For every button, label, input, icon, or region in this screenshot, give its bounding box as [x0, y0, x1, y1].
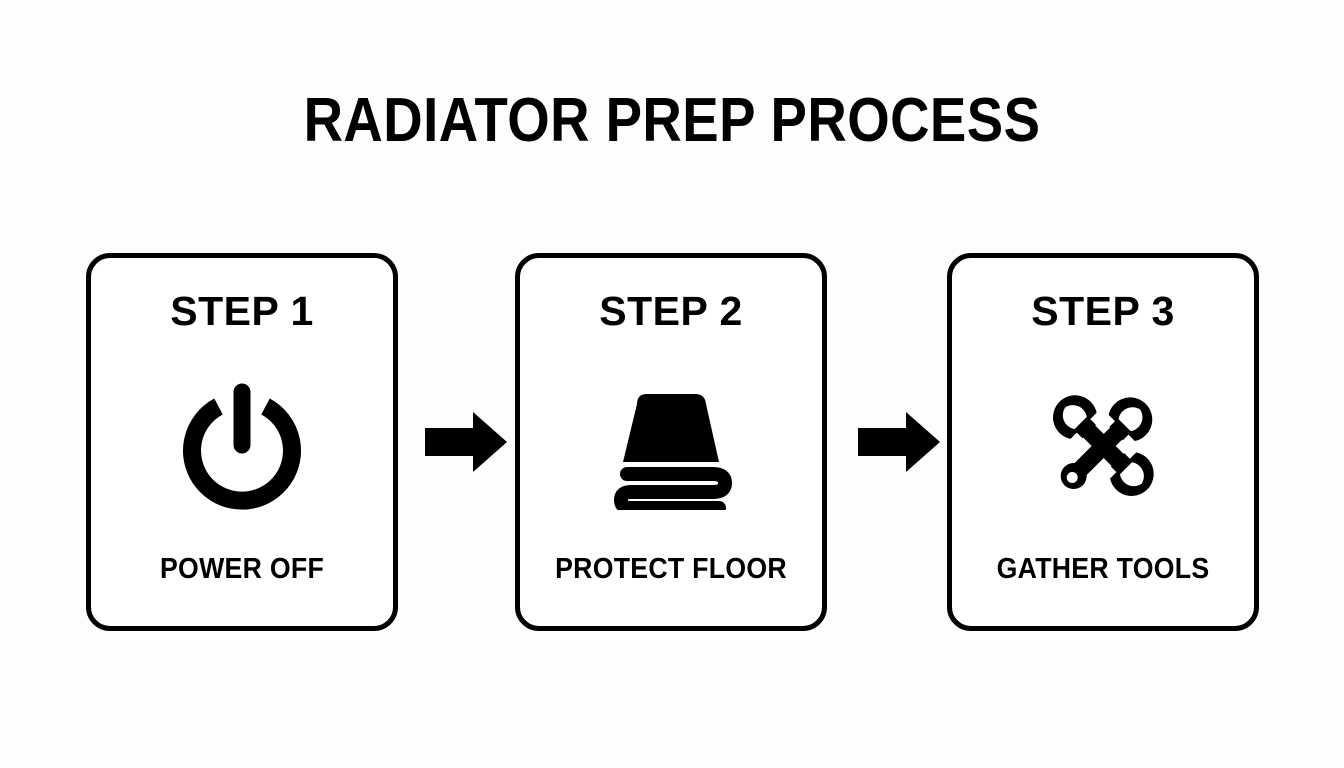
process-flow: STEP 1 POWER OFF STEP 2 — [86, 253, 1262, 633]
crossed-tools-icon — [952, 376, 1254, 516]
step-2-caption: PROTECT FLOOR — [555, 553, 787, 585]
step-card-3[interactable]: STEP 3 — [947, 253, 1259, 631]
step-card-1[interactable]: STEP 1 POWER OFF — [86, 253, 398, 631]
step-3-caption: GATHER TOOLS — [996, 553, 1210, 585]
step-1-caption: POWER OFF — [159, 553, 325, 585]
step-2-heading: STEP 2 — [599, 288, 743, 334]
step-card-2[interactable]: STEP 2 PROTECT FLOOR — [515, 253, 827, 631]
folded-blanket-icon — [520, 376, 822, 516]
step-1-heading: STEP 1 — [170, 288, 314, 334]
arrow-step1-to-step2 — [425, 412, 507, 472]
step-3-heading: STEP 3 — [1031, 288, 1175, 334]
arrow-step2-to-step3 — [858, 412, 940, 472]
page-title: RADIATOR PREP PROCESS — [303, 86, 1041, 155]
power-off-icon — [91, 376, 393, 516]
